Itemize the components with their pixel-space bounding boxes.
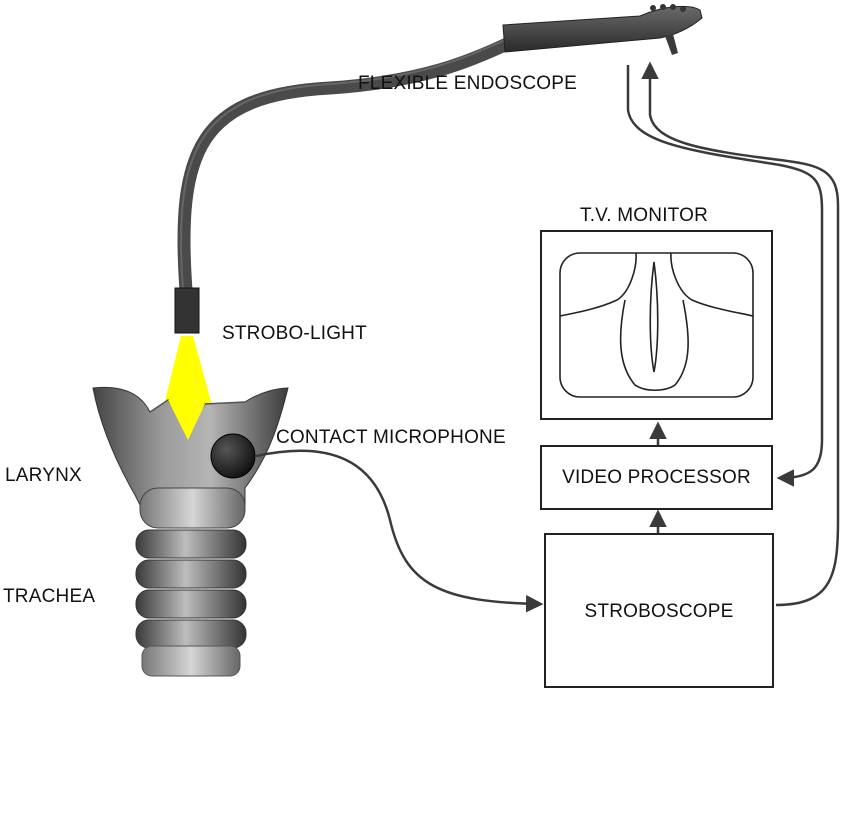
flexible-endoscope-label: FLEXIBLE ENDOSCOPE [358,73,578,94]
endoscope-handle [502,4,703,55]
larynx-label: LARYNX [5,465,82,486]
video-processor-box [540,445,773,510]
strobo-light-label: STROBO-LIGHT [222,323,367,344]
endoscope-cable [177,33,522,297]
trachea-label: TRACHEA [3,586,96,607]
vocal-folds-image [559,252,754,398]
tv-monitor-label: T.V. MONITOR [580,205,709,226]
larynx-illustration [92,386,289,677]
stroboscope-box [544,533,774,688]
tv-monitor-box [540,230,773,420]
endoscope-tip [174,287,200,334]
video-processor-label: VIDEO PROCESSOR [562,467,751,488]
stroboscope-label: STROBOSCOPE [584,601,734,622]
stroboscope-to-endoscope-cable [641,61,840,607]
microphone-to-stroboscope-wire [255,449,544,613]
endoscope-to-processor-cable [626,65,824,487]
contact-microphone-device [210,433,256,479]
contact-microphone-label: CONTACT MICROPHONE [276,427,506,448]
